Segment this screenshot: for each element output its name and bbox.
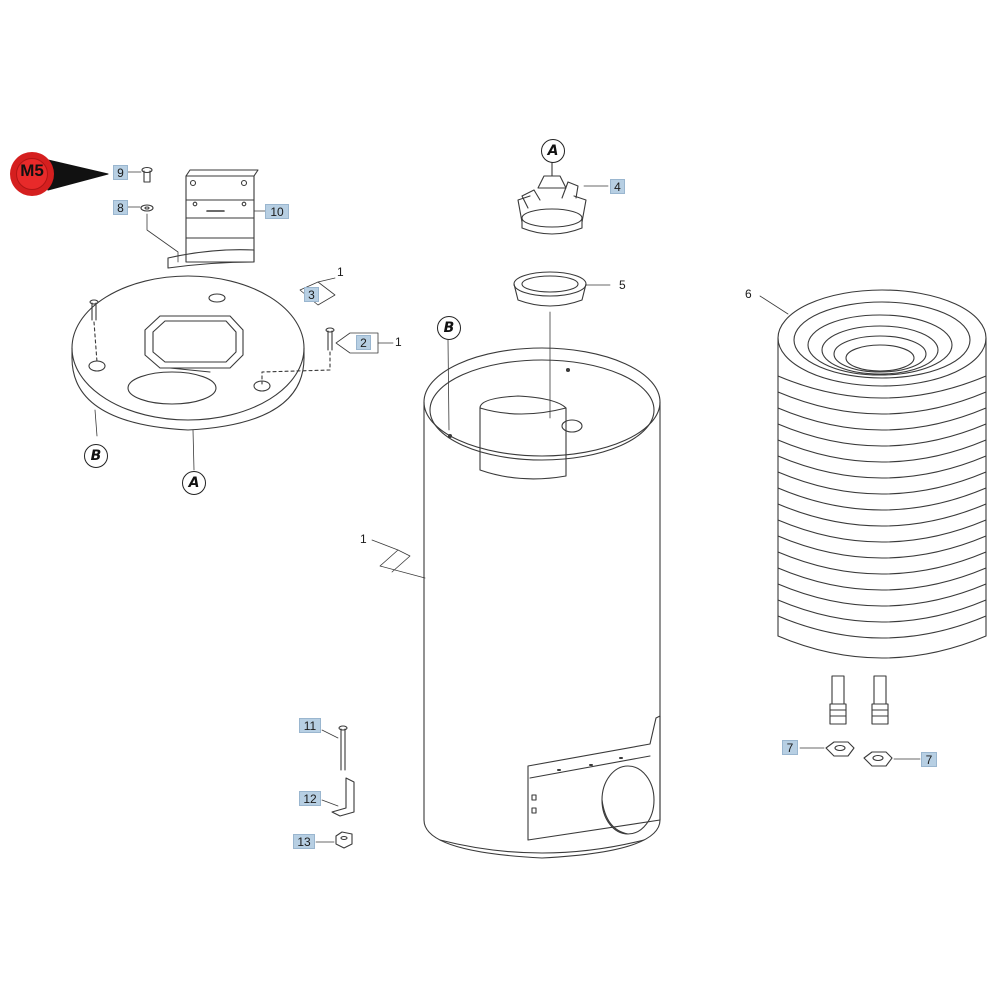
top-cover-plate (71, 275, 305, 431)
m5-badge-label: M5 (20, 161, 44, 180)
callout-part-7-left: 7 (782, 740, 798, 755)
m5-badge-icon (10, 152, 54, 196)
tank-leader (371, 339, 450, 579)
callout-part-10: 10 (265, 204, 289, 219)
washer-part-8 (127, 204, 179, 263)
coil-part-6 (759, 289, 987, 659)
callout-part-7-right: 7 (921, 752, 937, 767)
bracket-part-10 (167, 169, 266, 269)
ring-part-5 (513, 271, 611, 419)
callout-part-1-screw: 1 (395, 335, 402, 349)
ref-letter-a-top: A (541, 139, 565, 163)
callout-part-13: 13 (293, 834, 315, 849)
callout-part-3: 3 (304, 287, 319, 302)
ref-letter-b-plate: B (84, 444, 108, 468)
m5-pointer (47, 159, 109, 191)
callout-part-2: 2 (356, 335, 371, 350)
screw-part-9 (127, 166, 153, 183)
plate-leader-lines (94, 277, 394, 471)
ref-letter-a-plate: A (182, 471, 206, 495)
callout-part-5: 5 (619, 278, 626, 292)
callout-part-8: 8 (113, 200, 128, 215)
callout-part-1-plate: 1 (337, 265, 344, 279)
callout-part-12: 12 (299, 791, 321, 806)
callout-part-11: 11 (299, 718, 321, 733)
callout-part-9: 9 (113, 165, 128, 180)
callout-part-4: 4 (610, 179, 625, 194)
bolt-part-11 (321, 725, 348, 771)
callout-part-1-tank: 1 (360, 532, 367, 546)
coil-outlets (829, 675, 889, 725)
ref-letter-b-tank: B (437, 316, 461, 340)
nuts-part-7 (799, 741, 921, 767)
callout-part-6: 6 (745, 287, 752, 301)
tank-body-part-1 (423, 347, 661, 859)
nut-part-13 (315, 831, 353, 849)
clip-part-12 (321, 777, 355, 817)
plate-screws (89, 299, 335, 385)
fitting-part-4 (517, 159, 609, 235)
